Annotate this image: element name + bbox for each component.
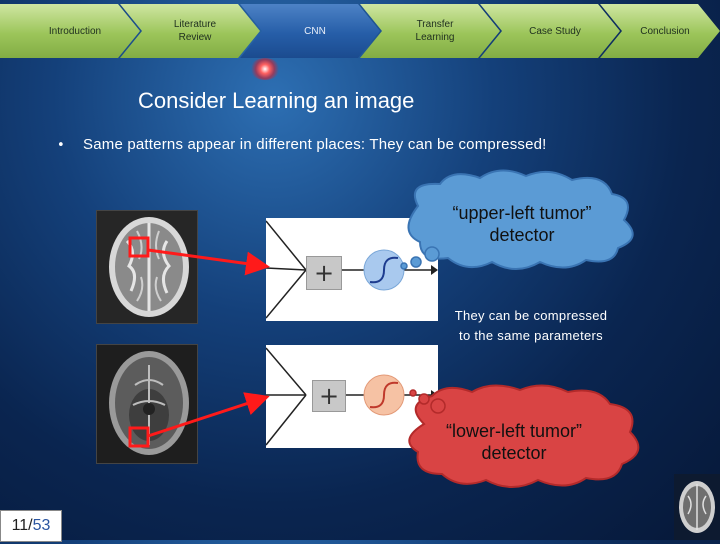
- mri-image-upper: [96, 210, 198, 324]
- nav-item-transfer-learning[interactable]: Transfer Learning: [360, 4, 500, 58]
- nav-item-introduction[interactable]: Introduction: [0, 4, 140, 58]
- upper-arrow: [147, 248, 270, 276]
- page-current: 11: [11, 517, 29, 534]
- lower-detector-label: “lower-left tumor” detector: [445, 421, 583, 463]
- lower-arrow: [147, 392, 270, 438]
- neuron-upper-drawing: [265, 220, 438, 319]
- page-total: 53: [32, 517, 51, 534]
- brain-thumbnail: [674, 474, 720, 540]
- neuron-lower-drawing: [265, 347, 438, 446]
- nav-item-cnn[interactable]: CNN: [240, 4, 380, 58]
- compress-note: They can be compressed to the same param…: [454, 308, 608, 343]
- nav-item-case-study[interactable]: Case Study: [480, 4, 620, 58]
- sum-node-lower: +: [312, 380, 346, 412]
- upper-left-patch-box: [128, 236, 150, 258]
- page-indicator: 11/53: [0, 510, 62, 542]
- mri-image-lower: [96, 344, 198, 464]
- brain-thumbnail-drawing: [679, 481, 715, 533]
- bullet-dot: •: [57, 138, 65, 153]
- sum-node-upper: +: [306, 256, 342, 290]
- lower-left-patch-box: [128, 426, 150, 448]
- page-separator: /: [28, 517, 33, 534]
- neuron-panel-upper: [265, 218, 438, 321]
- bullet-text: Same patterns appear in different places…: [83, 136, 547, 153]
- neuron-panel-lower: [265, 345, 438, 448]
- slide-title: Consider Learning an image: [138, 88, 415, 113]
- lower-detector-cloud: [408, 384, 640, 488]
- decorative-glow: [250, 58, 280, 80]
- mri-upper-drawing: [97, 211, 197, 323]
- nav-item-literature-review[interactable]: Literature Review: [120, 4, 260, 58]
- mri-lower-drawing: [97, 345, 197, 463]
- section-nav: Introduction Literature Review CNN Trans…: [0, 0, 720, 62]
- upper-detector-cloud: [400, 169, 634, 270]
- upper-detector-label: “upper-left tumor” detector: [452, 203, 592, 245]
